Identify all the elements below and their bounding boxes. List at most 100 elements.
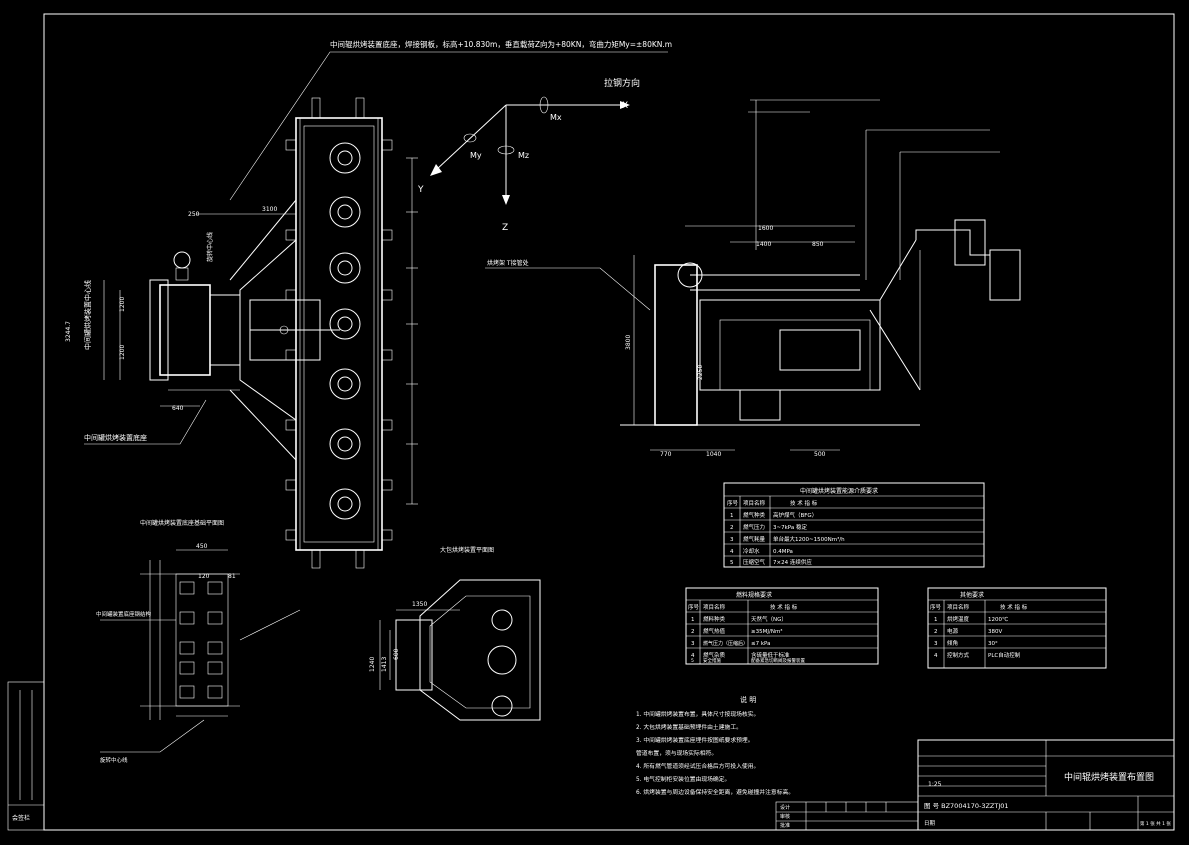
dim-850: 850	[812, 241, 824, 248]
drawing-border	[43, 13, 1175, 831]
dim-770: 770	[660, 451, 672, 458]
t2-h2: 技 术 指 标	[770, 603, 798, 611]
note-line-2: 2. 大包烘烤装置基础预埋件由土建施工。	[636, 723, 742, 731]
dim-1040: 1040	[706, 451, 721, 458]
t2-h0: 序号	[688, 603, 700, 611]
axis-y: Y	[417, 185, 424, 195]
t3-h2: 技 术 指 标	[1000, 603, 1028, 611]
t2-r0c1: 燃料种类	[703, 615, 726, 623]
dim-1200-a: 1200	[119, 297, 126, 312]
dim-1400: 1400	[756, 241, 771, 248]
dim-1413: 1413	[381, 657, 388, 672]
baffle-label: 中间罐装置底座钢结构	[96, 610, 152, 618]
t2-r4c2: 配备紧急切断阀及报警装置	[751, 657, 805, 664]
dim-500: 500	[814, 451, 826, 458]
t1-r4c2: 7×24 连续供应	[773, 558, 812, 566]
t2-r0c0: 1	[691, 617, 695, 623]
axis-indicator	[430, 96, 630, 205]
burner-note: 烘烤架 T接管处	[487, 259, 529, 267]
t3-r2c2: 30°	[988, 641, 998, 647]
t1-h1: 项目名称	[743, 499, 766, 507]
t3-title: 其他要求	[960, 591, 984, 599]
base-detail-view	[100, 549, 301, 753]
t2-r2c0: 3	[691, 641, 695, 647]
tb-cell-approve: 批准	[780, 822, 790, 829]
base-detail-title: 中间罐烘烤装置底座基础平面图	[140, 519, 224, 527]
t3-r3c0: 4	[934, 653, 938, 659]
t3-r1c2: 380V	[988, 629, 1002, 635]
t1-r4c1: 压缩空气	[743, 558, 766, 566]
dim-120: 120	[198, 573, 210, 580]
t1-h2: 技 术 指 标	[790, 499, 818, 507]
t2-r3c2: 含硫量低于标准	[751, 651, 790, 659]
t2-r4c1: 安全措施	[703, 657, 721, 664]
t3-r2c1: 倾角	[947, 639, 958, 647]
dim-1200-b: 1200	[119, 345, 126, 360]
left-margin-stamp	[7, 681, 45, 831]
title-block	[775, 739, 1175, 831]
tb-cell-review: 审核	[780, 813, 790, 820]
dim-81: 81	[228, 573, 236, 580]
t3-r1c0: 2	[934, 629, 938, 635]
t2-r1c0: 2	[691, 629, 695, 635]
t3-r3c1: 控制方式	[947, 651, 970, 659]
t2-r2c2: ≤7 kPa	[751, 641, 770, 647]
rotate-center-label: 旋转中心线	[206, 232, 214, 262]
t2-r3c0: 4	[691, 653, 695, 659]
t3-h1: 项目名称	[947, 603, 970, 611]
dim-3800: 3800	[625, 335, 632, 350]
note-line-7: 6. 烘烤装置与周边设备保持安全距离，避免碰撞并注意标高。	[636, 788, 794, 796]
tb-project-title: 中间辊烘烤装置布置图	[1064, 771, 1154, 783]
table-fuel	[685, 587, 879, 665]
table-other	[927, 587, 1107, 669]
note-line-3: 3. 中间罐烘烤装置底座埋件按图纸要求预埋。	[636, 736, 754, 744]
t2-r0c2: 天然气（NG）	[751, 615, 787, 623]
tb-sheet: 第 1 张 共 1 张	[1140, 820, 1171, 827]
t1-r3c2: 0.4MPa	[773, 549, 793, 555]
t2-r2c1: 燃气压力（压缩后）	[703, 640, 748, 647]
axis-mz: Mz	[518, 151, 529, 160]
t1-r2c0: 3	[730, 537, 734, 543]
elevation-view	[485, 99, 1021, 451]
dim-250: 250	[188, 211, 200, 218]
dim-600: 600	[393, 648, 400, 660]
t1-r1c1: 燃气压力	[743, 523, 765, 531]
rotate-center-label-2: 旋转中心线	[100, 756, 128, 764]
t1-r0c2: 高炉煤气（BFG）	[773, 511, 817, 519]
nozzle-detail-view	[379, 579, 541, 721]
dim-450: 450	[196, 543, 208, 550]
tb-cell-design: 设计	[780, 804, 790, 811]
dim-2250: 2250	[697, 365, 704, 380]
table-energy	[723, 482, 985, 568]
direction-label: 拉钢方向	[604, 77, 640, 89]
dim-3244: 3244.7	[65, 321, 72, 342]
tb-scale: 1:25	[928, 781, 942, 788]
t1-r3c0: 4	[730, 549, 734, 555]
axis-z: Z	[502, 223, 508, 233]
dim-640: 640	[172, 405, 184, 412]
t3-r2c0: 3	[934, 641, 938, 647]
t1-h0: 序号	[727, 499, 739, 507]
note-line-4: 管道布置，须与现场实际相符。	[636, 749, 717, 757]
t2-title: 燃料规格要求	[736, 591, 772, 599]
side-label: 中间罐烘烤装置底座	[84, 433, 147, 442]
t3-r0c2: 1200℃	[988, 616, 1008, 623]
t2-h1: 项目名称	[703, 603, 726, 611]
t1-r0c0: 1	[730, 513, 734, 519]
note-line-6: 5. 电气控制柜安装位置由现场确定。	[636, 775, 730, 783]
t1-r2c2: 单台最大1200~1500Nm³/h	[773, 535, 845, 543]
dim-3100-top: 3100	[262, 206, 277, 213]
t3-r0c1: 烘烤温度	[947, 615, 970, 623]
nozzle-title: 大包烘烤装置平面图	[440, 546, 494, 554]
t3-r1c1: 电源	[947, 627, 959, 635]
t1-r0c1: 燃气种类	[743, 511, 766, 519]
left-stamp-text: 会签栏	[12, 814, 30, 822]
tb-cell-date: 日期	[924, 820, 936, 827]
axis-x: X	[622, 101, 628, 111]
t3-r3c2: PLC自动控制	[988, 651, 1021, 659]
t2-r3c1: 燃气杂质	[703, 651, 726, 659]
t2-r4c0: 5	[691, 658, 694, 664]
t3-h0: 序号	[930, 603, 942, 611]
